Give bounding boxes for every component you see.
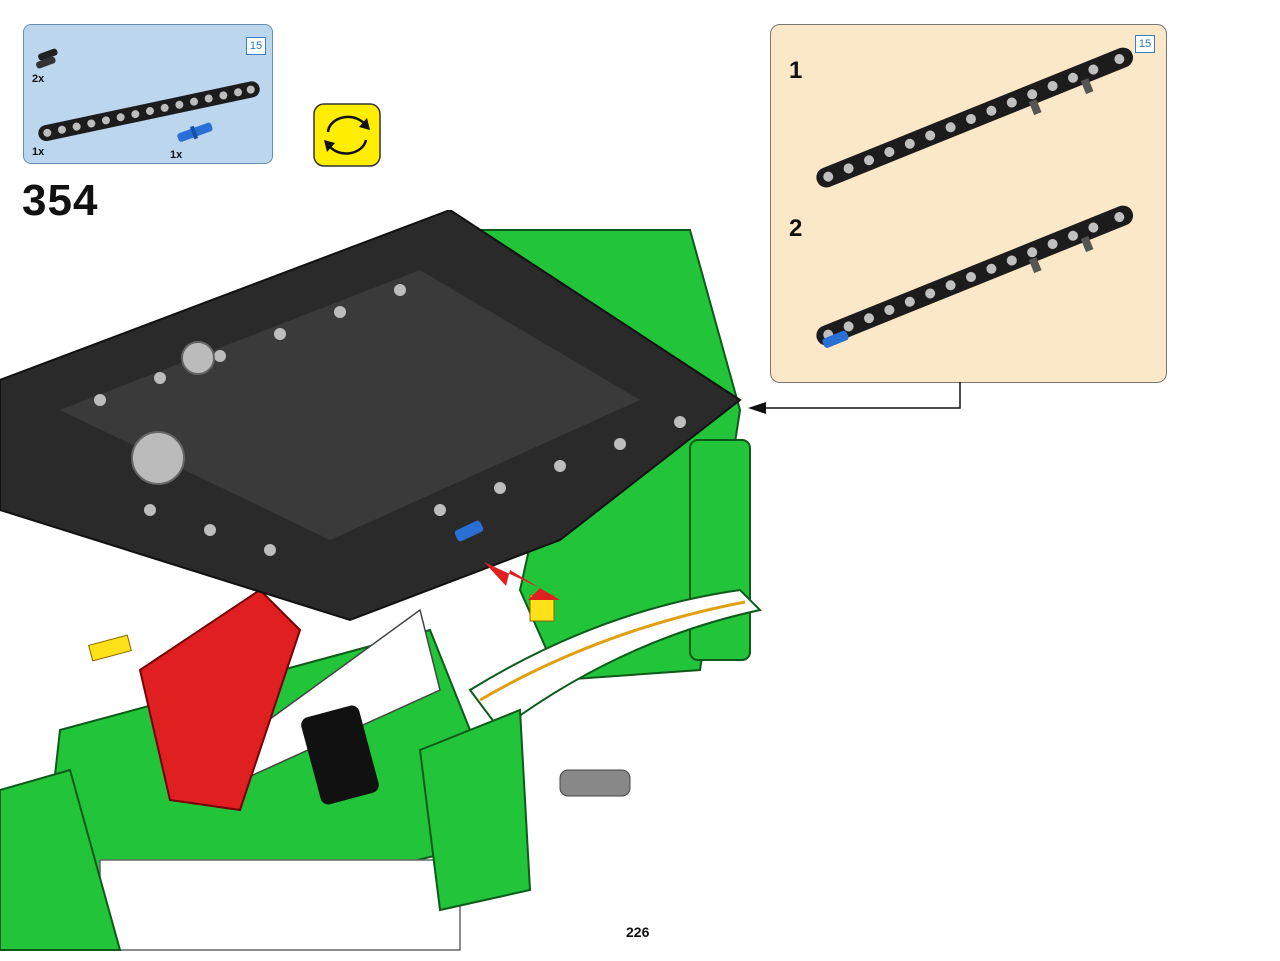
callout-arrow (748, 382, 961, 414)
step-number: 354 (22, 176, 99, 225)
blue-axle-pin-icon (177, 122, 213, 142)
page-number: 226 (626, 924, 650, 940)
sub-step-2-number: 2 (789, 215, 803, 242)
liftarm-15-icon (38, 81, 260, 141)
parts-list-box: 15 2x 1x 1x (23, 24, 273, 164)
page-ref-badge: 15 (246, 37, 266, 55)
qty-blue-pin: 1x (170, 149, 183, 161)
qty-liftarm: 1x (32, 146, 45, 158)
sub-step-1-number: 1 (789, 57, 803, 84)
sub-assembly-box: 15 1 2 (770, 24, 1167, 383)
liftarm-with-blue-pin-icon (816, 205, 1134, 348)
car-chassis-illustration (0, 210, 763, 951)
black-pin-icon (36, 48, 58, 69)
qty-pins: 2x (32, 73, 45, 85)
rotate-model-icon (313, 103, 381, 167)
liftarm-with-pins-icon (816, 47, 1134, 188)
page-ref-badge: 15 (1135, 35, 1155, 53)
